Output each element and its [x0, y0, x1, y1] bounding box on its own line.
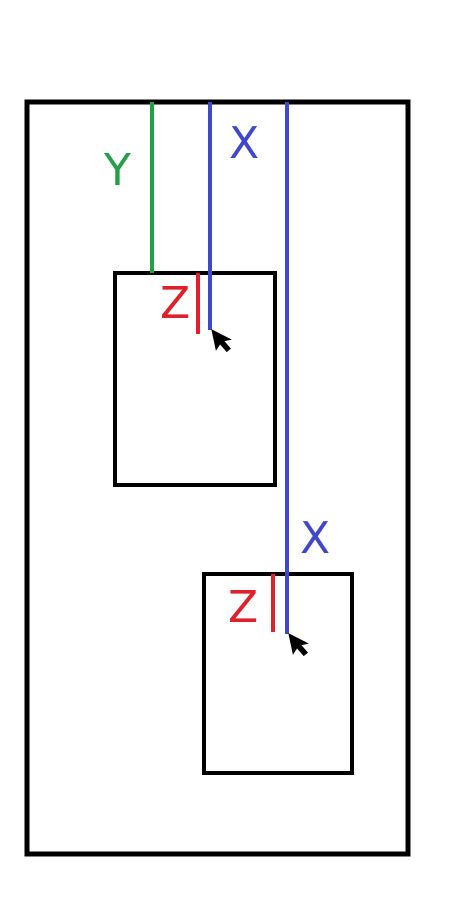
mouse-pointer-icon — [211, 329, 232, 353]
outer-frame — [24, 99, 411, 857]
z-label-upper: Z — [160, 278, 190, 329]
mouse-pointer-icon — [288, 633, 309, 657]
x-label-upper: X — [229, 118, 259, 169]
y-label: Y — [103, 145, 131, 196]
upper-box — [113, 271, 277, 487]
lower-box — [202, 572, 354, 775]
x-label-lower: X — [300, 513, 330, 564]
z-label-lower: Z — [228, 582, 258, 633]
